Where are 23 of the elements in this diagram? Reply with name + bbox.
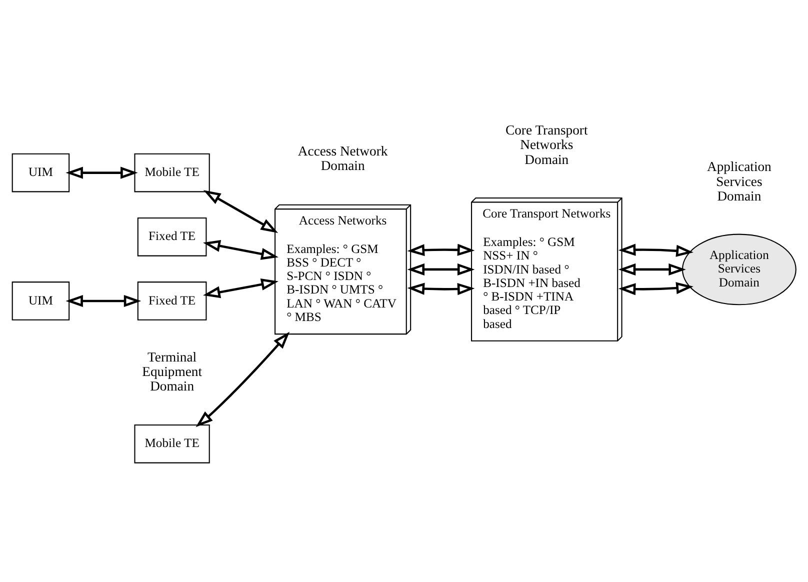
label: Terminal Equipment Domain bbox=[142, 349, 202, 394]
arrow bbox=[618, 282, 694, 296]
arrow bbox=[407, 244, 475, 256]
arrow bbox=[407, 263, 475, 276]
node-box: Fixed TE bbox=[137, 217, 207, 256]
node-box: UIM bbox=[12, 282, 70, 320]
arrow bbox=[618, 263, 686, 276]
arrow bbox=[66, 166, 138, 179]
arrow bbox=[203, 240, 278, 260]
node-box: Mobile TE bbox=[134, 153, 210, 192]
arrow bbox=[66, 294, 142, 308]
arrow bbox=[203, 190, 278, 233]
label: Core Transport Networks Domain bbox=[506, 122, 588, 167]
arrow bbox=[196, 332, 290, 428]
node-box: Fixed TE bbox=[137, 282, 207, 320]
arrow bbox=[203, 278, 278, 298]
node-box: Mobile TE bbox=[134, 424, 210, 464]
label: Access Network Domain bbox=[298, 143, 388, 174]
arrow bbox=[618, 244, 694, 257]
node-box: UIM bbox=[12, 153, 70, 192]
arrow bbox=[407, 282, 475, 296]
node-ellipse: Application Services Domain bbox=[682, 234, 796, 306]
label: Application Services Domain bbox=[706, 159, 772, 204]
